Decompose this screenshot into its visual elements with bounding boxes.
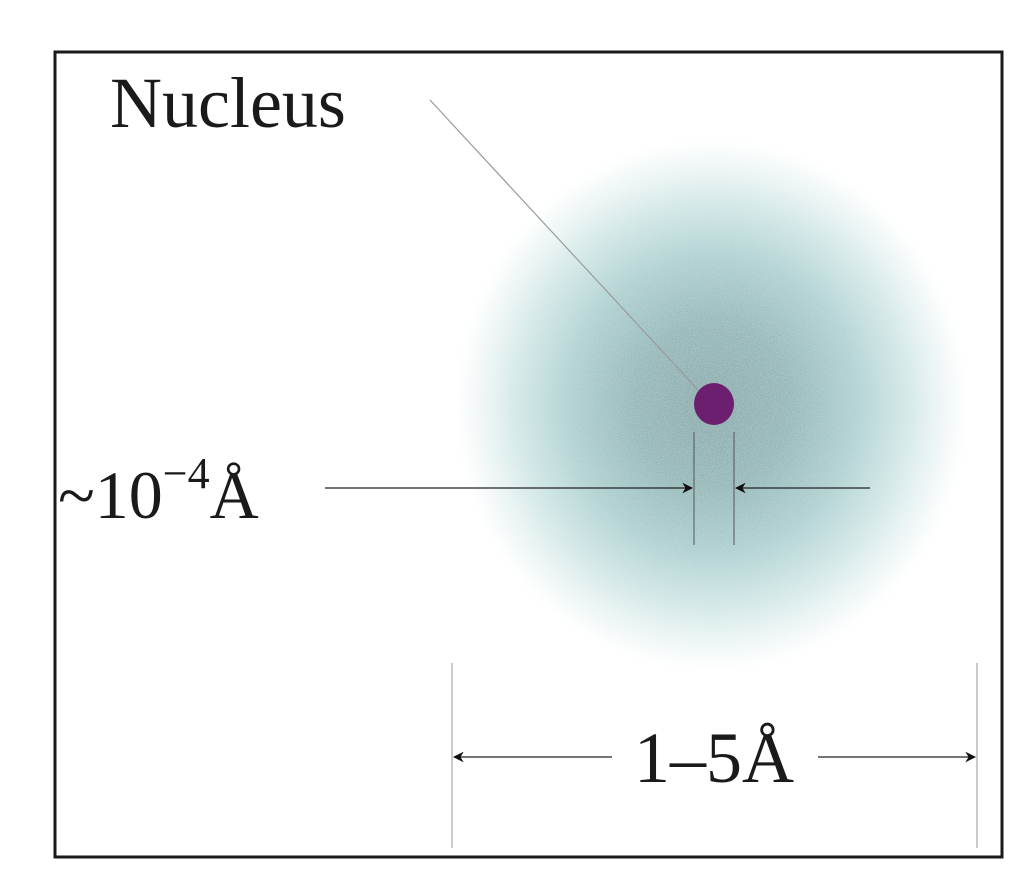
nucleus-leader-line bbox=[429, 99, 701, 393]
nucleus bbox=[694, 383, 734, 425]
nucleus-size-label: ~10−4Å bbox=[58, 449, 259, 533]
nucleus-label: Nucleus bbox=[110, 63, 346, 143]
nucleus-size-unit: Å bbox=[210, 457, 259, 533]
atom-size-label: 1–5Å bbox=[634, 718, 794, 798]
nucleus-size-exponent: −4 bbox=[163, 449, 210, 498]
nucleus-size-prefix: ~10 bbox=[58, 457, 163, 533]
